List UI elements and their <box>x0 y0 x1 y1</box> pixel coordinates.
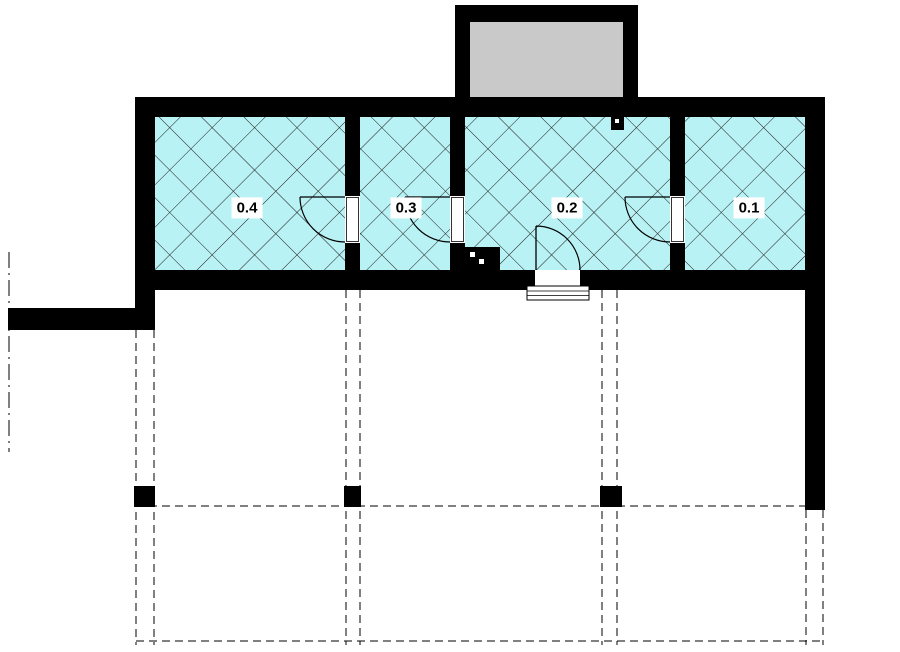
vestibule-interior <box>470 22 623 97</box>
flue-vent-1 <box>470 252 475 257</box>
partition-wall-1 <box>345 117 360 270</box>
room-0-2-floor <box>465 117 670 270</box>
column-2 <box>344 486 361 507</box>
left-wing-wall <box>8 308 135 330</box>
room-0-4-floor <box>155 117 345 270</box>
vestibule-top-wall <box>455 5 638 22</box>
vent-marker-slot <box>615 119 619 123</box>
main-right-wall <box>805 97 825 510</box>
vestibule-left-wall <box>455 5 470 97</box>
entry-door-opening <box>535 270 580 290</box>
entry-door-swing-arc <box>535 225 581 271</box>
entry-step <box>526 285 590 301</box>
partition-wall-3 <box>670 117 685 270</box>
door-swing-arc-1 <box>299 196 346 243</box>
column-1 <box>134 486 155 507</box>
partition-wall-2 <box>450 117 465 270</box>
flue-vent-2 <box>479 259 484 264</box>
main-top-wall <box>135 97 825 117</box>
column-3 <box>600 486 622 507</box>
vestibule-right-wall <box>623 5 638 97</box>
door-swing-arc-3 <box>624 196 671 243</box>
room-0-3-floor <box>360 117 450 270</box>
main-left-wall <box>135 97 155 290</box>
flue-block <box>464 247 500 290</box>
lower-left-wall <box>135 290 155 330</box>
room-0-1-floor <box>685 117 805 270</box>
door-frame-2 <box>451 197 464 242</box>
door-frame-1 <box>346 197 359 242</box>
door-frame-3 <box>671 197 684 242</box>
